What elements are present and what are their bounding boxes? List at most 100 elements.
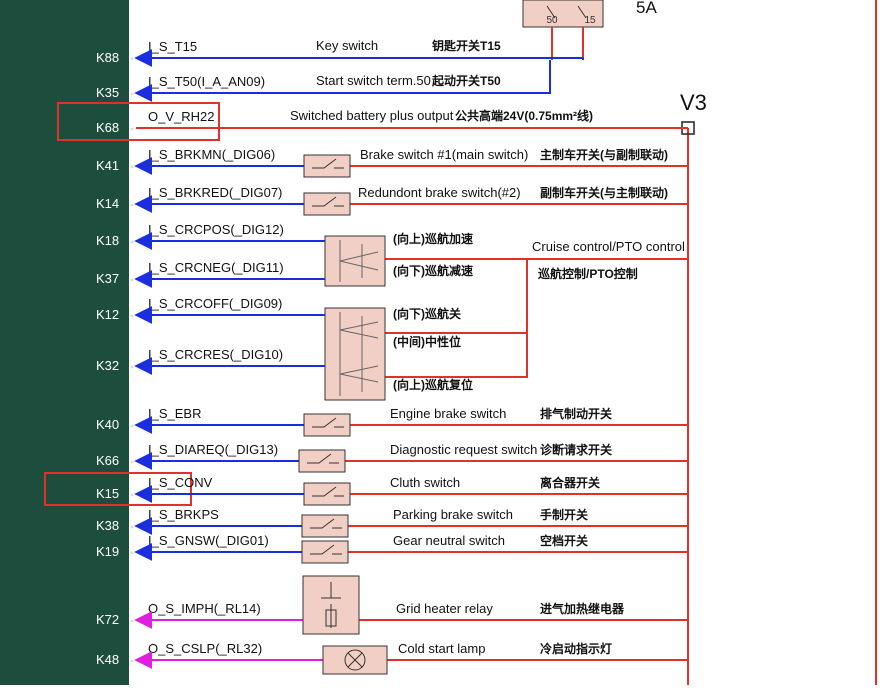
pin-row-k66: K66 I_S_DIAREQ(_DIG13) Diagnostic request …	[96, 442, 688, 473]
signal-label: I_S_EBR	[148, 406, 201, 421]
switch-contact-icon	[312, 486, 344, 497]
pin-row-k32: K32 I_S_CRCRES(_DIG10) (向上)巡航复位	[96, 347, 473, 392]
switch-contact-icon	[312, 158, 344, 169]
pin-dot	[130, 278, 134, 282]
key-relay	[522, 0, 604, 28]
cruise-control-label: Cruise control/PTO control	[532, 239, 685, 254]
description-label: Switched battery plus output	[290, 108, 454, 123]
chinese-label: 钥匙开关T15	[432, 38, 501, 53]
pin-label: K41	[96, 158, 119, 173]
description-label: Diagnostic request switch	[390, 442, 537, 457]
pin-dot	[130, 92, 134, 96]
cruise-internal-wire-2	[384, 333, 528, 378]
highlight-box-k68	[57, 102, 220, 141]
chinese-label: 进气加热继电器	[540, 601, 625, 616]
fuse-label: 5A	[636, 0, 657, 17]
chinese-label: 副制车开关(与主制联动)	[540, 185, 668, 200]
ecu-connector-panel	[0, 0, 129, 685]
signal-label: I_S_CRCPOS(_DIG12)	[148, 222, 284, 237]
pin-label: K48	[96, 652, 119, 667]
relay-label-50: 50	[546, 15, 558, 26]
pin-label: K72	[96, 612, 119, 627]
pin-dot	[130, 314, 134, 318]
pin-label: K38	[96, 518, 119, 533]
relay-coil-box	[325, 609, 337, 627]
chinese-label: 冷启动指示灯	[540, 641, 612, 656]
description-label: Cluth switch	[390, 475, 460, 490]
chinese-label: 手制开关	[540, 507, 588, 522]
relay-contact-a	[546, 5, 556, 19]
description-label: Engine brake switch	[390, 406, 506, 421]
cruise-switch-2-contacts	[339, 312, 379, 396]
pin-dot	[130, 619, 134, 623]
pin-label: K32	[96, 358, 119, 373]
relay-contact-b	[577, 5, 587, 19]
chinese-label: 公共高端24V(0.75mm²线)	[455, 108, 593, 123]
signal-label: I_S_CRCRES(_DIG10)	[148, 347, 283, 362]
signal-label: I_S_CRCOFF(_DIG09)	[148, 296, 282, 311]
signal-label: I_S_DIAREQ(_DIG13)	[148, 442, 278, 457]
pin-dot	[130, 127, 134, 131]
chinese-label: 主制车开关(与副制联动)	[540, 147, 668, 162]
relay-coil-icon	[321, 582, 341, 628]
cruise-switch-1-contacts	[339, 240, 379, 282]
description-label: Redundont brake switch(#2)	[358, 185, 521, 200]
description-label: Cold start lamp	[398, 641, 485, 656]
pin-dot	[130, 493, 134, 497]
chinese-label: 诊断请求开关	[540, 442, 612, 457]
pin-label: K15	[96, 486, 119, 501]
pin-dot	[130, 551, 134, 555]
relay-label-15: 15	[584, 15, 596, 26]
highlight-box-k15	[44, 472, 192, 506]
signal-label: I_S_CRCNEG(_DIG11)	[148, 260, 284, 275]
switch-contact-icon	[312, 196, 344, 207]
pin-dot	[130, 424, 134, 428]
chinese-label: (向上)巡航复位	[393, 377, 473, 392]
pin-label: K37	[96, 271, 119, 286]
pin-dot	[130, 659, 134, 663]
chinese-label: (向上)巡航加速	[393, 231, 473, 246]
cruise-control-cn-label: 巡航控制/PTO控制	[538, 266, 638, 281]
description-label: Gear neutral switch	[393, 533, 505, 548]
pin-dot	[130, 525, 134, 529]
pin-dot	[130, 240, 134, 244]
cruise-switch-1	[324, 235, 386, 287]
description-label: Key switch	[316, 38, 378, 53]
signal-label: I_S_GNSW(_DIG01)	[148, 533, 269, 548]
signal-label: I_S_T50(I_A_AN09)	[148, 74, 265, 89]
cruise-mid-label: (中间)中性位	[393, 334, 461, 349]
pin-dot	[130, 365, 134, 369]
signal-label: O_S_IMPH(_RL14)	[148, 601, 261, 616]
description-label: Parking brake switch	[393, 507, 513, 522]
pin-row-k88: K88 I_S_T15 Key switch 钥匙开关T15	[96, 38, 584, 67]
signal-label: I_S_T15	[148, 39, 197, 54]
switch-contact-icon	[310, 518, 342, 529]
pin-dot	[130, 460, 134, 464]
chinese-label: 排气制动开关	[540, 406, 612, 421]
switch-contact-icon	[312, 417, 344, 428]
signal-label: I_S_BRKRED(_DIG07)	[148, 185, 282, 200]
v3-label: V3	[680, 90, 707, 115]
pin-label: K88	[96, 50, 119, 65]
signal-label: O_V_RH22	[148, 109, 214, 124]
pin-label: K19	[96, 544, 119, 559]
pin-label: K66	[96, 453, 119, 468]
pin-dot	[130, 203, 134, 207]
chinese-label: (向下)巡航减速	[393, 263, 473, 278]
chinese-label: (向下)巡航关	[393, 306, 461, 321]
signal-label: I_S_CONV	[148, 475, 213, 490]
description-label: Start switch term.50	[316, 73, 431, 88]
